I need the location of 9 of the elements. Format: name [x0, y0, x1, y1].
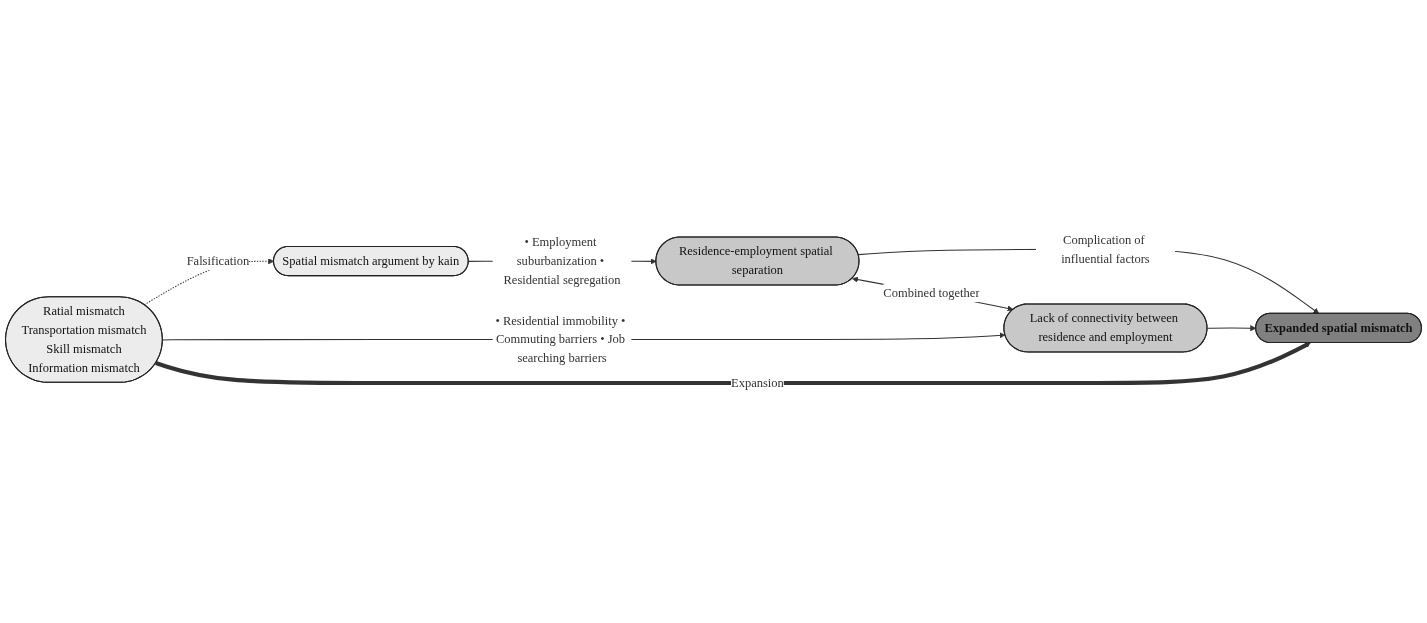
arrow	[857, 248, 1320, 314]
arrow	[1206, 325, 1257, 332]
edge-label: Complication of influential factors	[1061, 232, 1150, 266]
edge-label: Expansion	[731, 375, 784, 390]
edge-label: • Employment suburbanization • Residential segregation	[503, 234, 621, 287]
arrow	[155, 342, 1311, 386]
edge-label: Falsification	[186, 253, 250, 268]
edge-label: • Residential immobility • Commuting barriers • Job searching barriers	[495, 313, 626, 365]
edge-label: Combined together	[883, 285, 980, 300]
